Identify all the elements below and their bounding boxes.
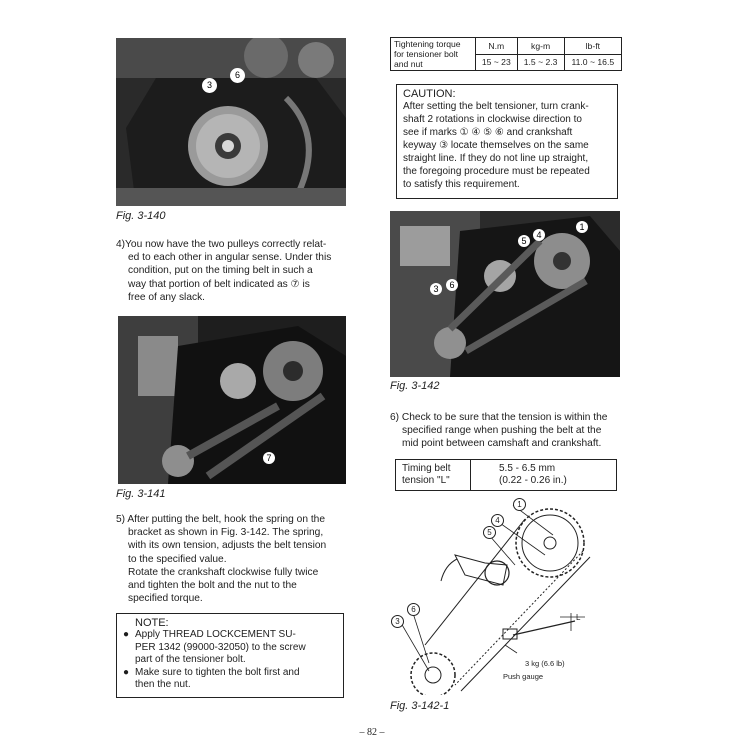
marker-7: 7 (263, 452, 275, 464)
photo-fig-3-140: 3 6 (116, 38, 346, 206)
marker-5: 5 (483, 526, 496, 539)
marker-4: 4 (491, 514, 504, 527)
marker-6: 6 (407, 603, 420, 616)
note-box: NOTE: ● Apply THREAD LOCKCEMENT SU- PER … (116, 613, 344, 698)
page-number: – 82 – (359, 727, 385, 738)
step-5-text: 5) After putting the belt, hook the spri… (116, 514, 327, 605)
note-item: ● Make sure to tighten the bolt first an… (123, 666, 300, 691)
caution-title: CAUTION: (403, 88, 456, 100)
figure-caption: Fig. 3-140 (116, 210, 166, 222)
spec-value: 5.5 - 6.5 mm (0.22 - 0.26 in.) (499, 463, 567, 486)
caution-box: CAUTION: After setting the belt tensione… (396, 84, 618, 199)
marker-3: 3 (391, 615, 404, 628)
caution-text: After setting the belt tensioner, turn c… (403, 101, 590, 190)
belt-tension-spec: Timing belt tension "L" 5.5 - 6.5 mm (0.… (395, 459, 617, 491)
push-gauge-label: Push gauge (503, 672, 544, 681)
diagram-fig-3-142-1: 1 4 5 6 3 L 3 kg (6.6 lb) Push gauge (385, 495, 625, 695)
marker-3: 3 (202, 78, 217, 93)
spec-label: Timing belt tension "L" (395, 459, 471, 491)
torque-table: Tightening torque for tensioner bolt and… (390, 37, 623, 71)
note-title: NOTE: (135, 617, 169, 629)
torque-value-nm: 15 ~ 23 (475, 53, 518, 71)
figure-caption: Fig. 3-141 (116, 488, 166, 500)
figure-caption: Fig. 3-142-1 (390, 700, 450, 712)
torque-label: Tightening torque for tensioner bolt and… (390, 37, 476, 71)
figure-caption: Fig. 3-142 (390, 380, 440, 392)
step-6-text: 6) Check to be sure that the tension is … (390, 412, 608, 450)
force-label: 3 kg (6.6 lb) (525, 659, 565, 668)
torque-value-kgm: 1.5 ~ 2.3 (516, 53, 565, 71)
marker-6: 6 (446, 279, 458, 291)
photo-fig-3-142: 1 4 5 3 6 (390, 211, 620, 377)
note-item: ● Apply THREAD LOCKCEMENT SU- PER 1342 (… (123, 629, 306, 666)
marker-4: 4 (533, 229, 545, 241)
marker-5: 5 (518, 235, 530, 247)
marker-1: 1 (576, 221, 588, 233)
torque-header-nm: N.m (475, 37, 518, 55)
marker-1: 1 (513, 498, 526, 511)
torque-value-lbft: 11.0 ~ 16.5 (563, 53, 623, 71)
label-l: L (576, 613, 581, 622)
step-4-text: 4)You now have the two pulleys correctly… (116, 239, 332, 303)
photo-fig-3-141: 7 (118, 316, 346, 484)
marker-6: 6 (230, 68, 245, 83)
torque-header-lbft: lb-ft (563, 37, 623, 55)
torque-header-kgm: kg-m (516, 37, 565, 55)
marker-3: 3 (430, 283, 442, 295)
